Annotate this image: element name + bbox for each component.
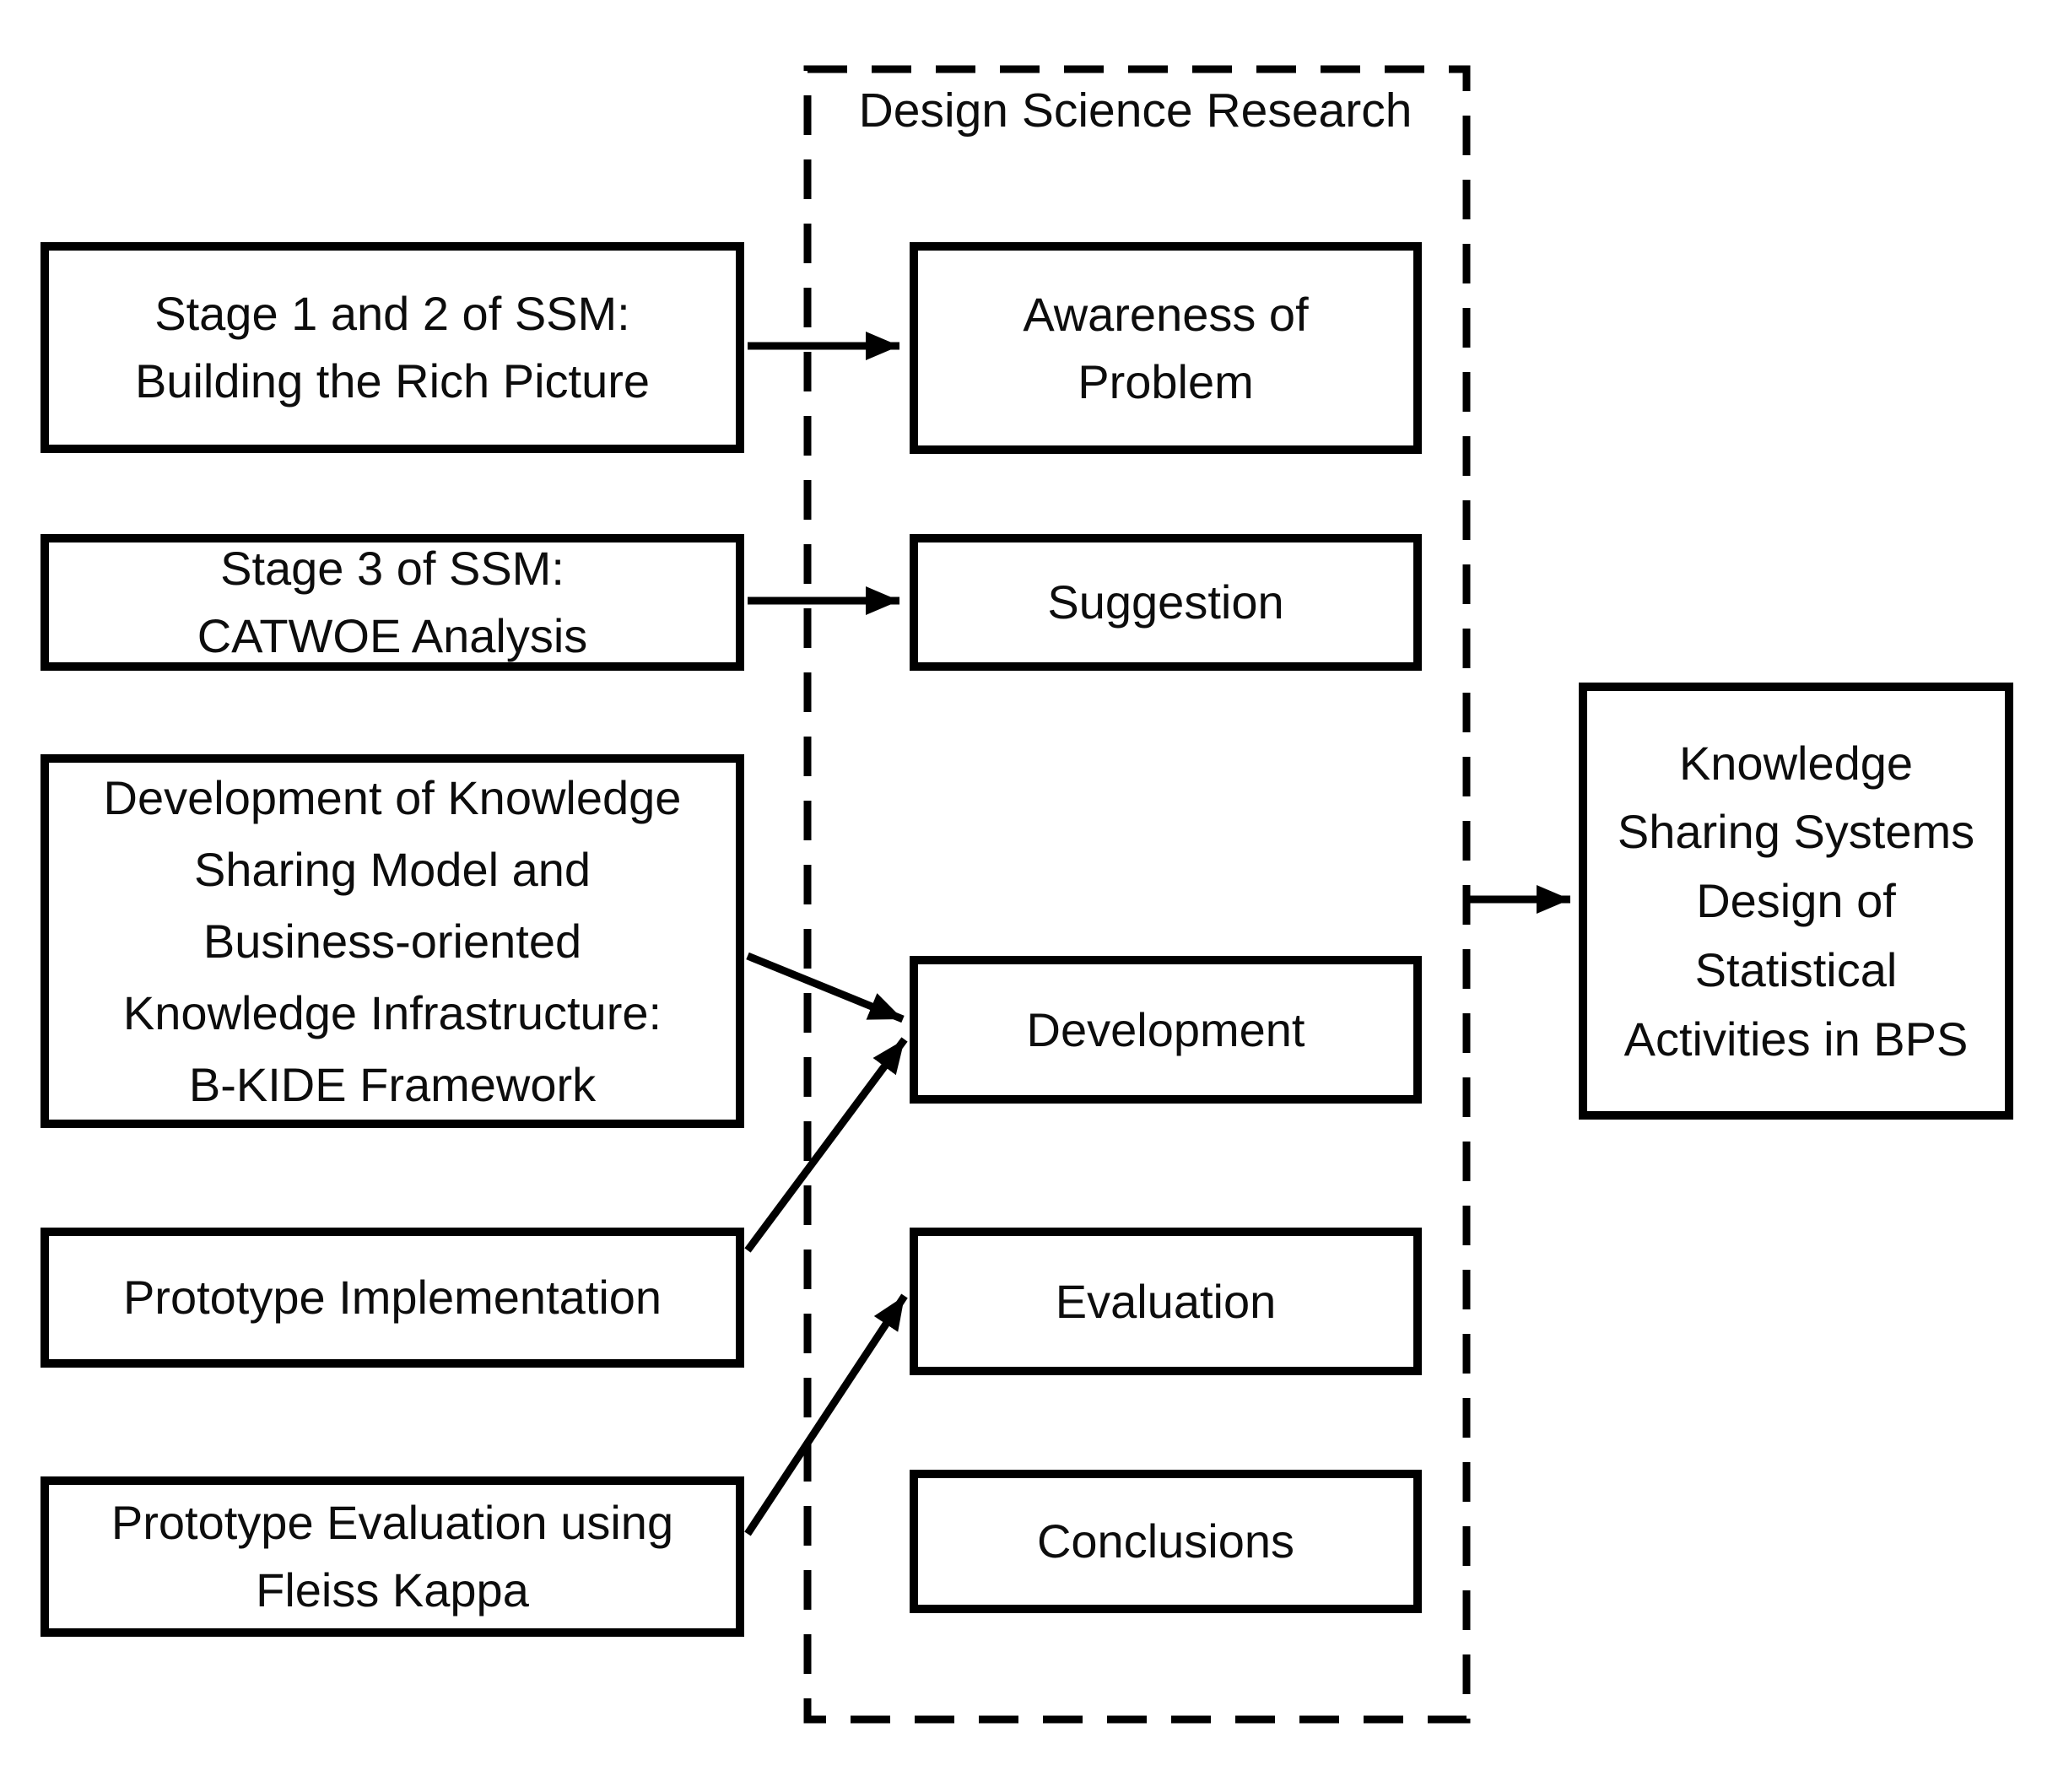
arrow-prototype-eval-to-evaluation <box>744 1293 908 1536</box>
node-conclusions: Conclusions <box>910 1470 1422 1613</box>
node-stage-1-2-ssm: Stage 1 and 2 of SSM: Building the Rich … <box>41 242 744 453</box>
node-prototype-evaluation: Prototype Evaluation using Fleiss Kappa <box>41 1476 744 1637</box>
dsr-container-title: Design Science Research <box>858 84 1413 138</box>
node-knowledge-sharing-systems-output: Knowledge Sharing Systems Design of Stat… <box>1579 683 2013 1120</box>
node-evaluation: Evaluation <box>910 1228 1422 1375</box>
arrow-bkide-to-development <box>746 952 905 1023</box>
node-awareness-of-problem: Awareness of Problem <box>910 242 1422 454</box>
node-development: Development <box>910 956 1422 1104</box>
node-suggestion: Suggestion <box>910 534 1422 671</box>
node-bkide-framework-development: Development of Knowledge Sharing Model a… <box>41 754 744 1128</box>
arrow-prototype-impl-to-development <box>744 1037 908 1253</box>
node-stage-3-ssm: Stage 3 of SSM: CATWOE Analysis <box>41 534 744 671</box>
node-prototype-implementation: Prototype Implementation <box>41 1228 744 1368</box>
